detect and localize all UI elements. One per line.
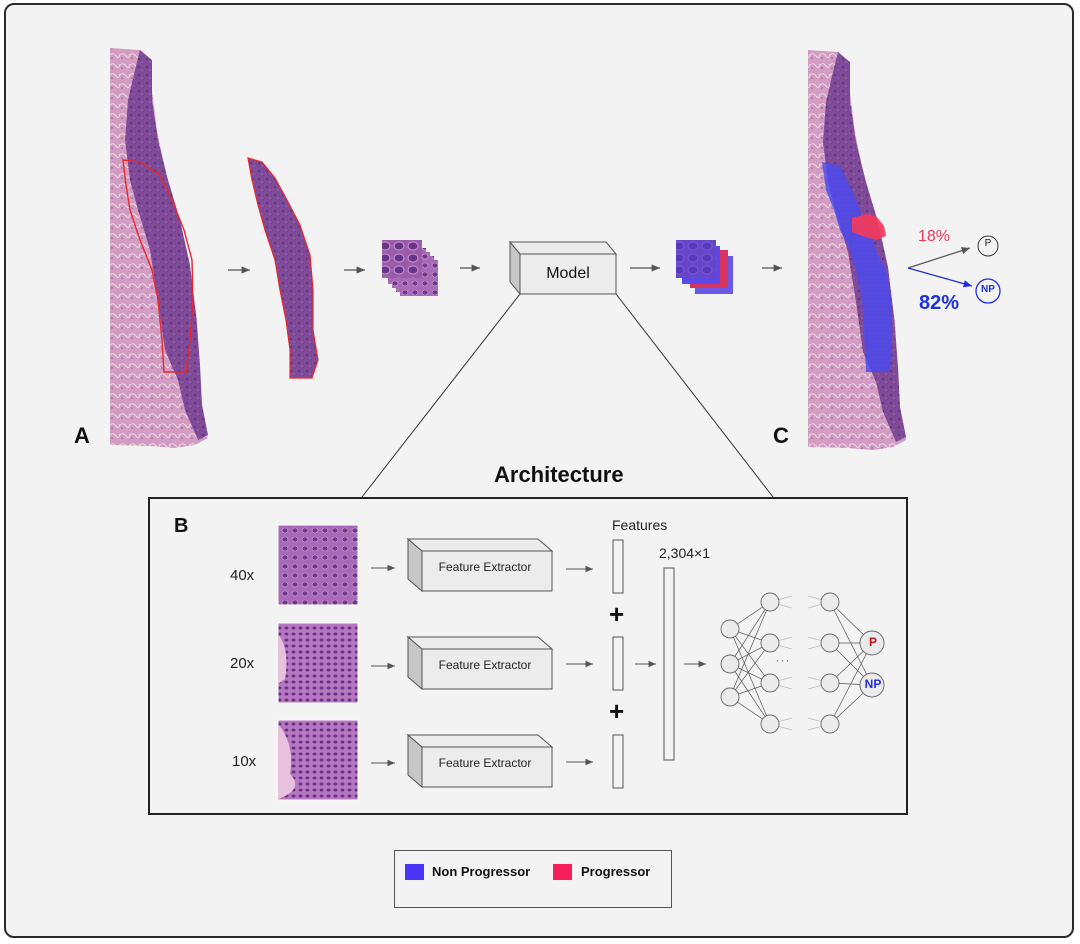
feature-extractor-2-label: Feature Extractor bbox=[438, 658, 532, 672]
panel-b-label: B bbox=[174, 515, 189, 537]
legend: Non Progressor Progressor bbox=[394, 850, 672, 908]
architecture-title: Architecture bbox=[494, 462, 624, 487]
slide-c-overlay bbox=[808, 50, 906, 450]
node-np-label: NP bbox=[981, 284, 995, 295]
nn-input-node bbox=[720, 687, 740, 707]
feature-extractor-3 bbox=[406, 733, 554, 789]
nn-hidden-node bbox=[820, 633, 840, 653]
concatenated-feature-vector bbox=[663, 567, 675, 761]
output-node-p-label: P bbox=[868, 635, 877, 649]
zoom-line-right bbox=[615, 293, 774, 498]
magnification-20x: 20x bbox=[230, 655, 255, 672]
nn-connection bbox=[829, 642, 873, 725]
node-p-label: P bbox=[984, 238, 992, 249]
annotation-outline bbox=[122, 159, 194, 373]
nn-connection bbox=[729, 663, 771, 725]
feature-vector-10x bbox=[612, 734, 624, 789]
nn-hidden-node bbox=[760, 673, 780, 693]
architecture-panel: B 40x 20x 10x Features 2,304×1 + + bbox=[148, 497, 908, 815]
hidden-layers-ellipsis: ··· bbox=[775, 653, 791, 667]
nn-connection bbox=[729, 642, 771, 698]
nn-connection bbox=[729, 628, 771, 684]
feature-vector-20x bbox=[612, 636, 624, 691]
nn-hidden-node bbox=[820, 673, 840, 693]
nn-hidden-node bbox=[760, 592, 780, 612]
prediction-tile-stack bbox=[676, 240, 733, 294]
feature-vector-40x bbox=[612, 539, 624, 594]
patch-20x bbox=[277, 622, 359, 704]
legend-label-progressor: Progressor bbox=[581, 864, 651, 879]
nn-input-node bbox=[720, 619, 740, 639]
slide-a-cropped bbox=[247, 157, 319, 379]
zoom-line-left bbox=[361, 293, 521, 498]
architecture-graph bbox=[277, 524, 885, 801]
feature-extractor-1-label: Feature Extractor bbox=[438, 560, 532, 574]
nn-output-node-p bbox=[859, 630, 885, 656]
arrow-to-np bbox=[907, 267, 973, 288]
features-label: Features bbox=[612, 517, 668, 533]
magnification-40x: 40x bbox=[230, 567, 255, 584]
plus-sign-2: + bbox=[609, 696, 625, 726]
magnification-10x: 10x bbox=[232, 753, 257, 770]
model-box[interactable] bbox=[508, 240, 618, 296]
feature-extractor-2 bbox=[406, 635, 554, 691]
non-progressor-percentage: 82% bbox=[919, 292, 960, 314]
nn-hidden-node bbox=[820, 592, 840, 612]
nn-hidden-node bbox=[820, 714, 840, 734]
nn-hidden-node bbox=[760, 633, 780, 653]
legend-swatch-non-progressor bbox=[405, 864, 424, 880]
nn-hidden-node bbox=[760, 714, 780, 734]
neural-network bbox=[720, 592, 885, 734]
nn-input-node bbox=[720, 654, 740, 674]
nn-connection bbox=[729, 601, 771, 698]
patch-40x bbox=[277, 524, 359, 606]
concat-dimension-label: 2,304×1 bbox=[659, 545, 710, 561]
feature-extractor-1 bbox=[406, 537, 554, 593]
arrow-to-p bbox=[907, 247, 971, 269]
nn-connection bbox=[729, 601, 771, 665]
progressor-percentage: 18% bbox=[918, 228, 951, 245]
model-label: Model bbox=[546, 265, 590, 282]
feature-extractor-3-label: Feature Extractor bbox=[438, 756, 532, 770]
tile-stack bbox=[382, 240, 438, 296]
nn-output-node-np bbox=[859, 672, 885, 698]
legend-swatch-progressor bbox=[553, 864, 572, 880]
panel-a-label: A bbox=[74, 423, 90, 448]
panel-c-label: C bbox=[773, 423, 789, 448]
plus-sign-1: + bbox=[609, 599, 625, 629]
legend-label-non-progressor: Non Progressor bbox=[432, 864, 531, 879]
output-node-np-label: NP bbox=[864, 677, 882, 691]
nn-connection bbox=[729, 628, 771, 725]
node-p bbox=[977, 235, 999, 257]
nn-connection bbox=[829, 601, 873, 686]
slide-a-full bbox=[110, 48, 208, 448]
node-np bbox=[975, 278, 1001, 304]
